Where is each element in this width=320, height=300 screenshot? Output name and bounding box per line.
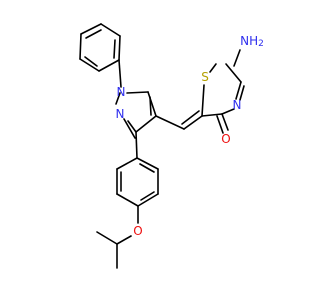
phenyl-ring-top (79, 23, 121, 72)
atom-s: S (201, 70, 209, 84)
nh2-subscript: 2 (258, 39, 264, 49)
molecule-canvas: N N S N NH2 O O (79, 23, 264, 269)
bonds (79, 23, 245, 269)
atom-n3: N (233, 98, 242, 112)
bond-o-ch (116, 235, 132, 245)
bond-pyrazole-methine (155, 115, 185, 130)
bond-c2-nh2 (233, 49, 241, 67)
svg-text:O: O (221, 132, 230, 146)
atom-o-carbonyl: O (221, 132, 230, 146)
phenyl-ring-bottom (116, 157, 159, 207)
svg-text:N: N (116, 107, 125, 121)
bond-pyrazole-aryl (135, 131, 138, 159)
svg-text:S: S (201, 70, 209, 84)
pyrazole-ring (115, 91, 157, 139)
svg-text:N: N (117, 85, 126, 99)
bond-methine-c5 (183, 115, 203, 130)
svg-text:N: N (233, 98, 242, 112)
svg-text:NH2: NH2 (240, 34, 264, 49)
bond-phenyl-n1 (118, 59, 122, 88)
svg-text:O: O (133, 224, 142, 238)
nh2-label: NH (240, 34, 258, 48)
atom-o-ether: O (133, 224, 142, 238)
molecule-structure: N N S N NH2 O O (79, 23, 264, 269)
thiazolone-ring (201, 63, 245, 117)
bond-ch-methyl-2 (96, 231, 118, 245)
atom-nh2: NH2 (240, 34, 264, 49)
bond-c4-o (221, 113, 229, 131)
atom-n1: N (117, 85, 126, 99)
atom-n2: N (116, 107, 125, 121)
atom-labels: N N S N NH2 O O (116, 34, 264, 238)
